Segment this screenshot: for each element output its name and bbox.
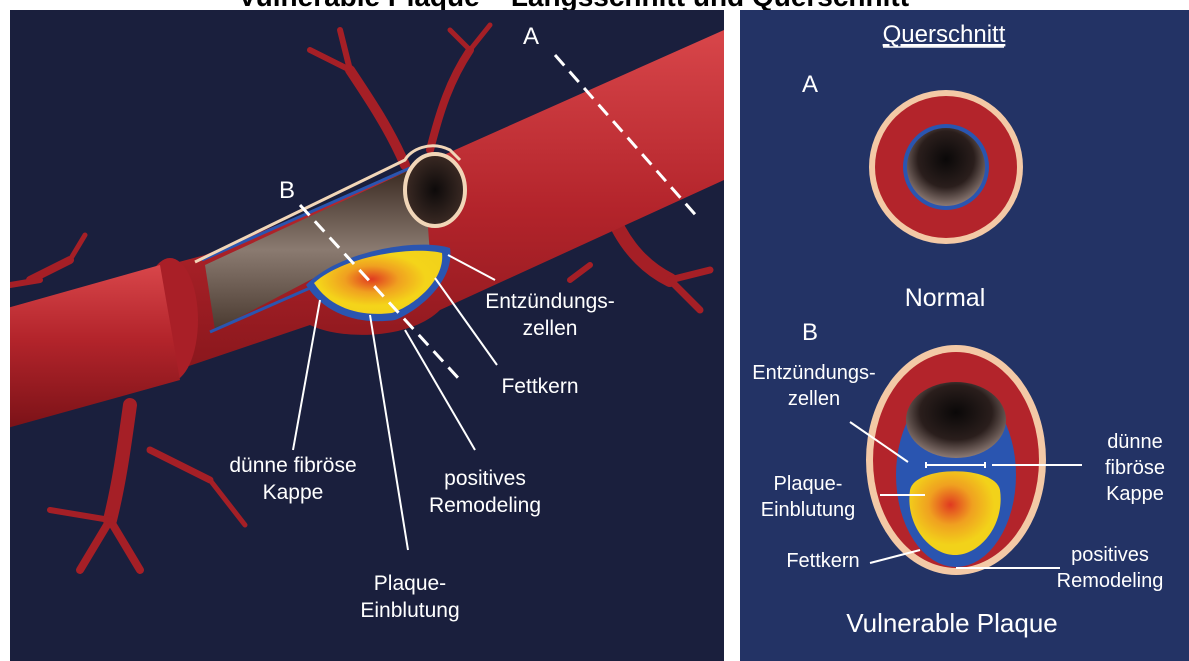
label-hemorrhage-1: Plaque- bbox=[374, 572, 446, 595]
heading-cross-section: Querschnitt bbox=[883, 21, 1006, 48]
label-vulnerable-plaque: Vulnerable Plaque bbox=[846, 608, 1058, 638]
cross-label-inflammatory-1: Entzündungs- bbox=[752, 362, 875, 384]
vulnerable-lumen bbox=[906, 382, 1006, 458]
label-remodeling-2: Remodeling bbox=[429, 494, 541, 517]
cross-label-remodeling-2: Remodeling bbox=[1057, 570, 1164, 592]
cross-label-remodeling-1: positives bbox=[1071, 544, 1149, 566]
marker-b: B bbox=[279, 177, 295, 204]
marker-a: A bbox=[523, 23, 539, 50]
cross-label-thin-cap-1: dünne bbox=[1107, 431, 1163, 453]
cross-label-lipid-core: Fettkern bbox=[786, 550, 859, 572]
cross-label-thin-cap-3: Kappe bbox=[1106, 483, 1164, 505]
label-thin-cap-2: Kappe bbox=[263, 481, 324, 504]
label-inflammatory-cells-2: zellen bbox=[523, 317, 578, 340]
cross-label-thin-cap-2: fibröse bbox=[1105, 457, 1165, 479]
figure-title: Vulnerable Plaque – Längsschnitt und Que… bbox=[238, 0, 909, 10]
label-lipid-core: Fettkern bbox=[501, 375, 578, 398]
cross-section-panel: Querschnitt A Normal B Entzündungs- zell… bbox=[740, 10, 1189, 661]
cross-label-hemorrhage-1: Plaque- bbox=[774, 473, 843, 495]
cross-label-inflammatory-2: zellen bbox=[788, 388, 840, 410]
marker-b-cross: B bbox=[802, 319, 818, 346]
label-normal: Normal bbox=[905, 284, 986, 312]
longitudinal-illustration: A B Entzündungs- zellen Fettkern dünne f… bbox=[10, 10, 724, 661]
cross-section-illustration: Querschnitt A Normal B Entzündungs- zell… bbox=[740, 10, 1189, 661]
marker-a-cross: A bbox=[802, 71, 818, 98]
vessel-front bbox=[10, 265, 180, 430]
lumen-opening bbox=[405, 154, 465, 226]
label-thin-cap-1: dünne fibröse bbox=[229, 454, 356, 477]
cross-label-hemorrhage-2: Einblutung bbox=[761, 499, 856, 521]
longitudinal-panel: A B Entzündungs- zellen Fettkern dünne f… bbox=[10, 10, 724, 661]
label-inflammatory-cells-1: Entzündungs- bbox=[485, 290, 615, 313]
label-remodeling-1: positives bbox=[444, 467, 526, 490]
normal-lumen bbox=[907, 128, 985, 206]
title-strip: Vulnerable Plaque – Längsschnitt und Que… bbox=[0, 0, 1189, 10]
label-hemorrhage-2: Einblutung bbox=[360, 599, 459, 622]
